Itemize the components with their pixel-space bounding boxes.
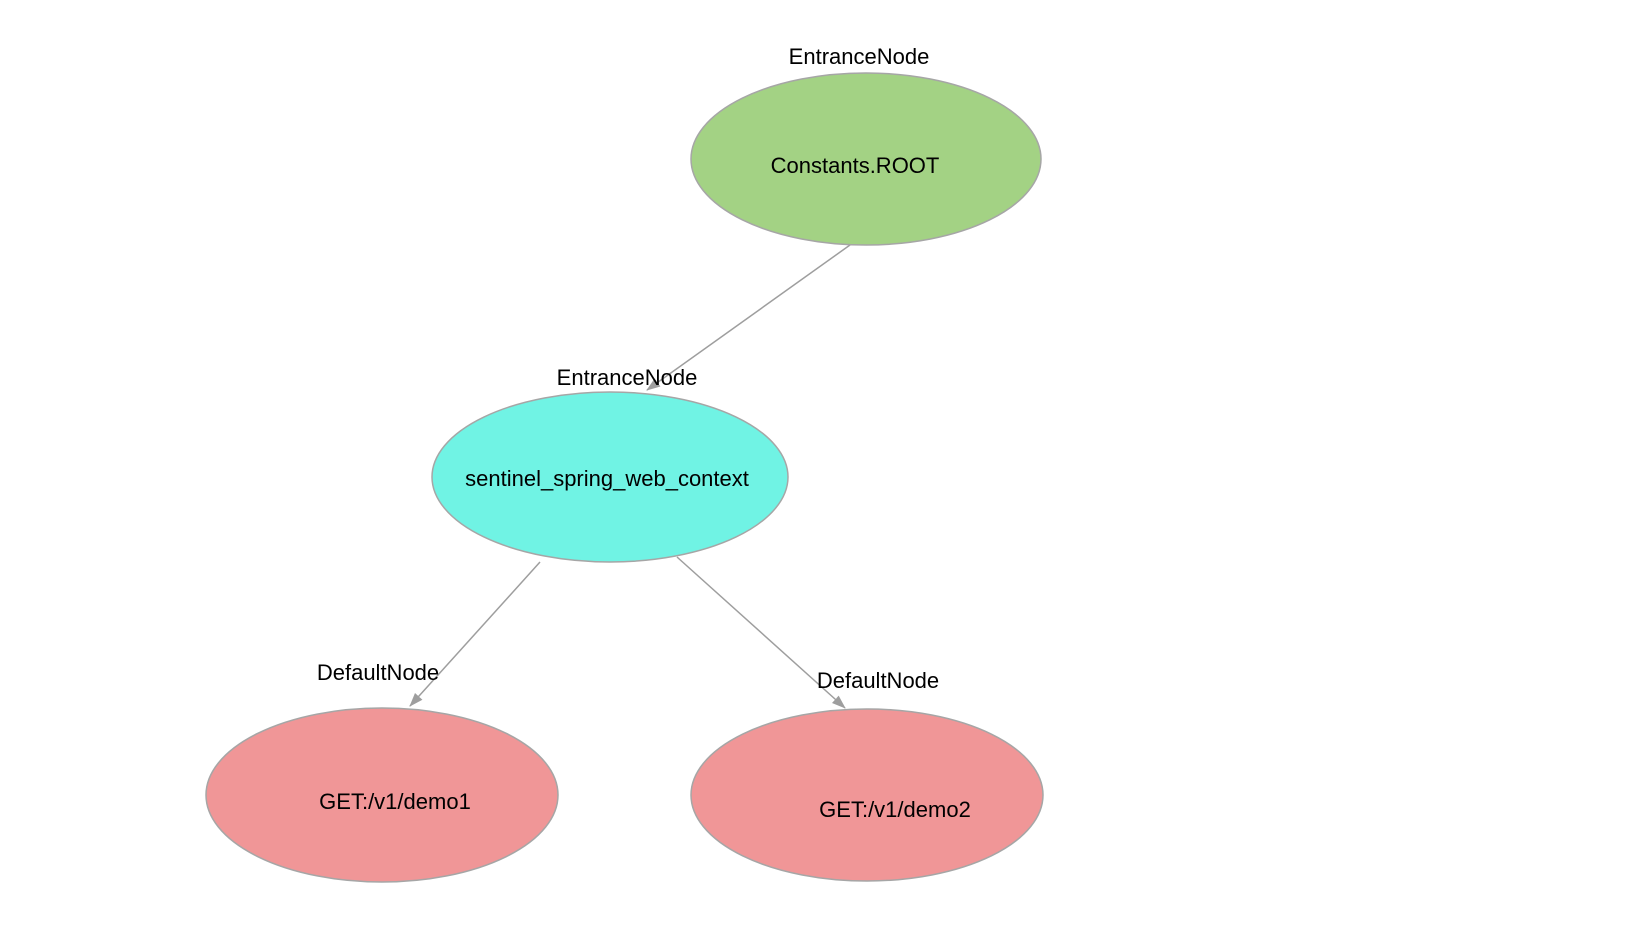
node-constants-root: EntranceNode Constants.ROOT xyxy=(690,44,1042,246)
node-label-sentinel-spring-web-context: sentinel_spring_web_context xyxy=(465,466,749,491)
node-ellipse-get-v1-demo1[interactable] xyxy=(205,707,559,883)
node-ellipse-get-v1-demo2[interactable] xyxy=(690,708,1044,882)
node-type-label-context: EntranceNode xyxy=(557,365,698,390)
edge-root-to-context xyxy=(646,244,851,391)
node-type-label-demo2: DefaultNode xyxy=(817,668,939,693)
edge-context-to-demo2 xyxy=(676,556,846,709)
edge-context-to-demo1 xyxy=(409,561,541,707)
node-type-label-root: EntranceNode xyxy=(789,44,930,69)
node-sentinel-spring-web-context: EntranceNode sentinel_spring_web_context xyxy=(431,365,789,563)
node-ellipse-sentinel-spring-web-context[interactable] xyxy=(431,391,789,563)
node-layer: EntranceNode Constants.ROOT EntranceNode… xyxy=(205,44,1044,883)
node-label-get-v1-demo2: GET:/v1/demo2 xyxy=(819,797,971,822)
node-get-v1-demo1: DefaultNode GET:/v1/demo1 xyxy=(205,660,559,883)
node-get-v1-demo2: DefaultNode GET:/v1/demo2 xyxy=(690,668,1044,882)
node-type-label-demo1: DefaultNode xyxy=(317,660,439,685)
edge-layer xyxy=(409,244,851,709)
node-ellipse-constants-root[interactable] xyxy=(690,72,1042,246)
node-label-constants-root: Constants.ROOT xyxy=(771,153,940,178)
node-label-get-v1-demo1: GET:/v1/demo1 xyxy=(319,789,471,814)
